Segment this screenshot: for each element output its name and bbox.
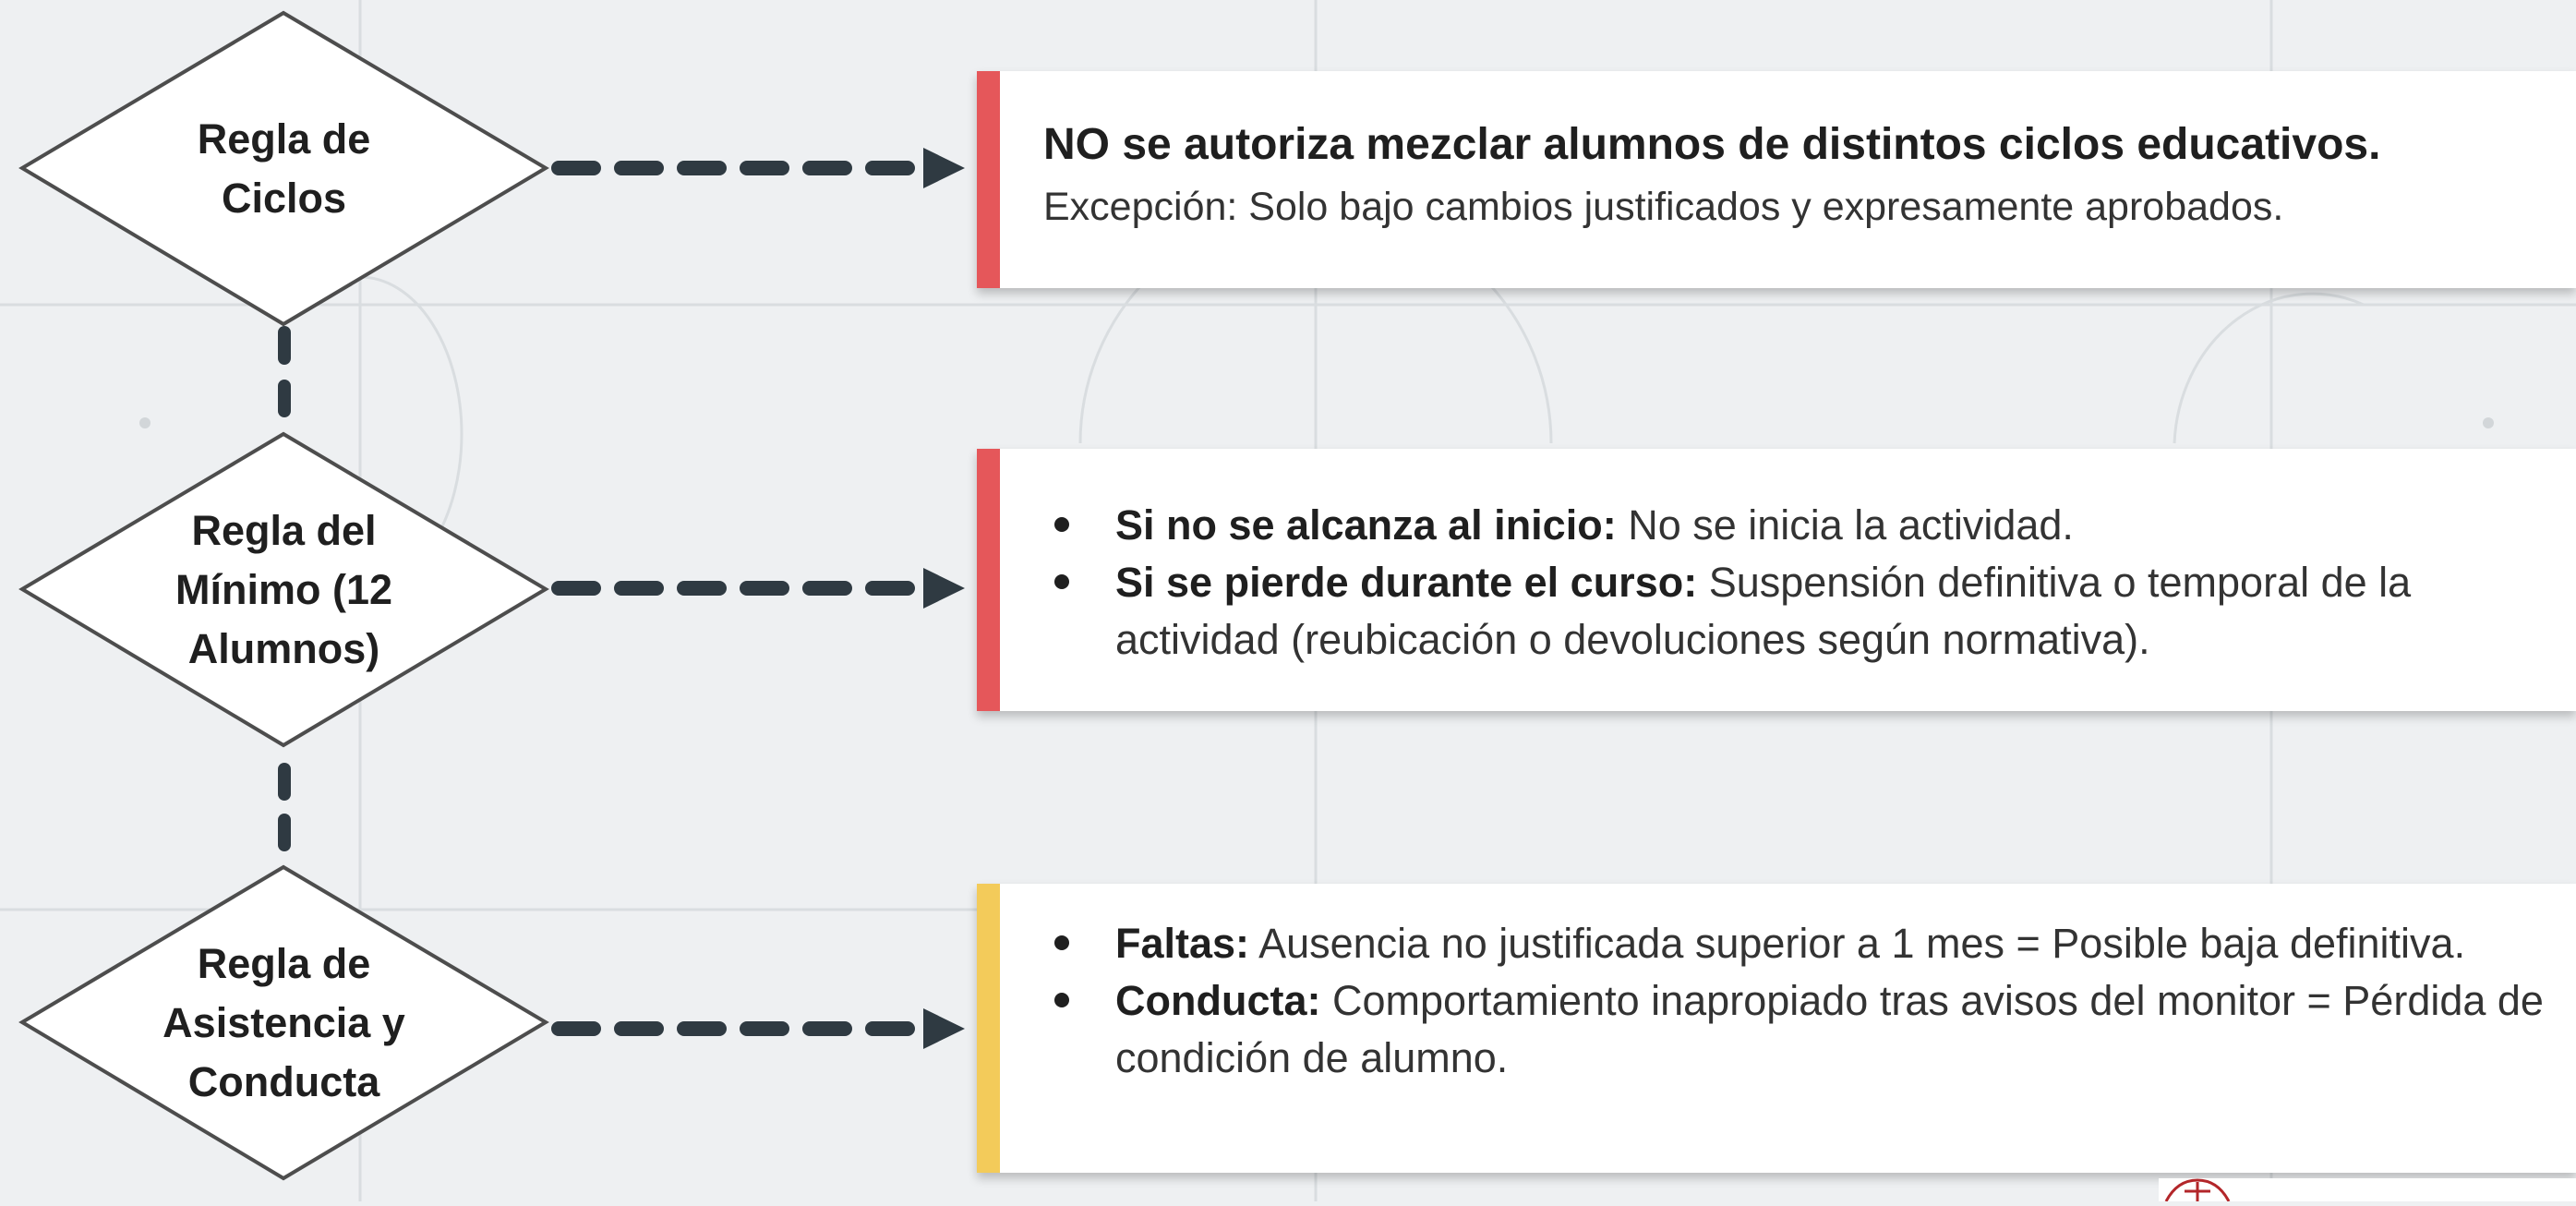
bullet-dot-icon — [1054, 517, 1069, 532]
diamond-shape — [18, 10, 549, 327]
list-item: Si no se alcanza al inicio: No se inicia… — [1043, 497, 2567, 554]
item-title: Si no se alcanza al inicio: — [1115, 501, 1617, 549]
rule-card-minimum: Si no se alcanza al inicio: No se inicia… — [977, 449, 2576, 711]
accent-bar-yellow — [977, 884, 1000, 1173]
card-headline: NO se autoriza mezclar alumnos de distin… — [1043, 120, 2381, 169]
item-text: Suspensión definitiva o temporal de la a… — [1115, 559, 2412, 663]
corner-logo — [2159, 1178, 2576, 1202]
rule-label: Regla de Ciclos — [197, 115, 371, 222]
accent-bar-red — [977, 449, 1000, 711]
rule-label: Regla de Asistencia y Conducta — [163, 939, 405, 1105]
arrow-right-icon — [923, 148, 965, 188]
diamond-shape — [18, 864, 549, 1181]
rule-diamond-cycles: Regla de Ciclos — [18, 9, 549, 328]
accent-bar-red — [977, 71, 1000, 288]
arrow-right-icon — [923, 1008, 965, 1049]
rule-diamond-attendance: Regla de Asistencia y Conducta — [18, 863, 549, 1182]
item-title: Faltas: — [1115, 920, 1250, 967]
item-text: Ausencia no justificada superior a 1 mes… — [1249, 920, 2466, 967]
list-item: Conducta: Comportamiento inapropiado tra… — [1043, 972, 2567, 1087]
item-text: Comportamiento inapropiado tras avisos d… — [1115, 977, 2544, 1081]
item-title: Conducta: — [1115, 977, 1321, 1024]
card-subline: Excepción: Solo bajo cambios justificado… — [1043, 185, 2284, 229]
list-item: Faltas: Ausencia no justificada superior… — [1043, 915, 2567, 972]
bullet-dot-icon — [1054, 935, 1069, 950]
rule-card-attendance: Faltas: Ausencia no justificada superior… — [977, 884, 2576, 1173]
card-bullet-list: Si no se alcanza al inicio: No se inicia… — [1043, 497, 2567, 669]
crest-logo-icon — [2159, 1178, 2576, 1202]
bullet-dot-icon — [1054, 993, 1069, 1007]
rule-diamond-minimum: Regla del Mínimo (12 Alumnos) — [18, 430, 549, 749]
card-bullet-list: Faltas: Ausencia no justificada superior… — [1043, 915, 2567, 1087]
rule-label: Regla del Mínimo (12 Alumnos) — [175, 506, 393, 672]
item-title: Si se pierde durante el curso: — [1115, 559, 1698, 606]
diamond-shape — [18, 431, 549, 748]
list-item: Si se pierde durante el curso: Suspensió… — [1043, 554, 2567, 669]
rule-card-cycles: NO se autoriza mezclar alumnos de distin… — [977, 71, 2576, 288]
bullet-dot-icon — [1054, 574, 1069, 589]
item-text: No se inicia la actividad. — [1616, 501, 2074, 549]
arrow-right-icon — [923, 568, 965, 609]
